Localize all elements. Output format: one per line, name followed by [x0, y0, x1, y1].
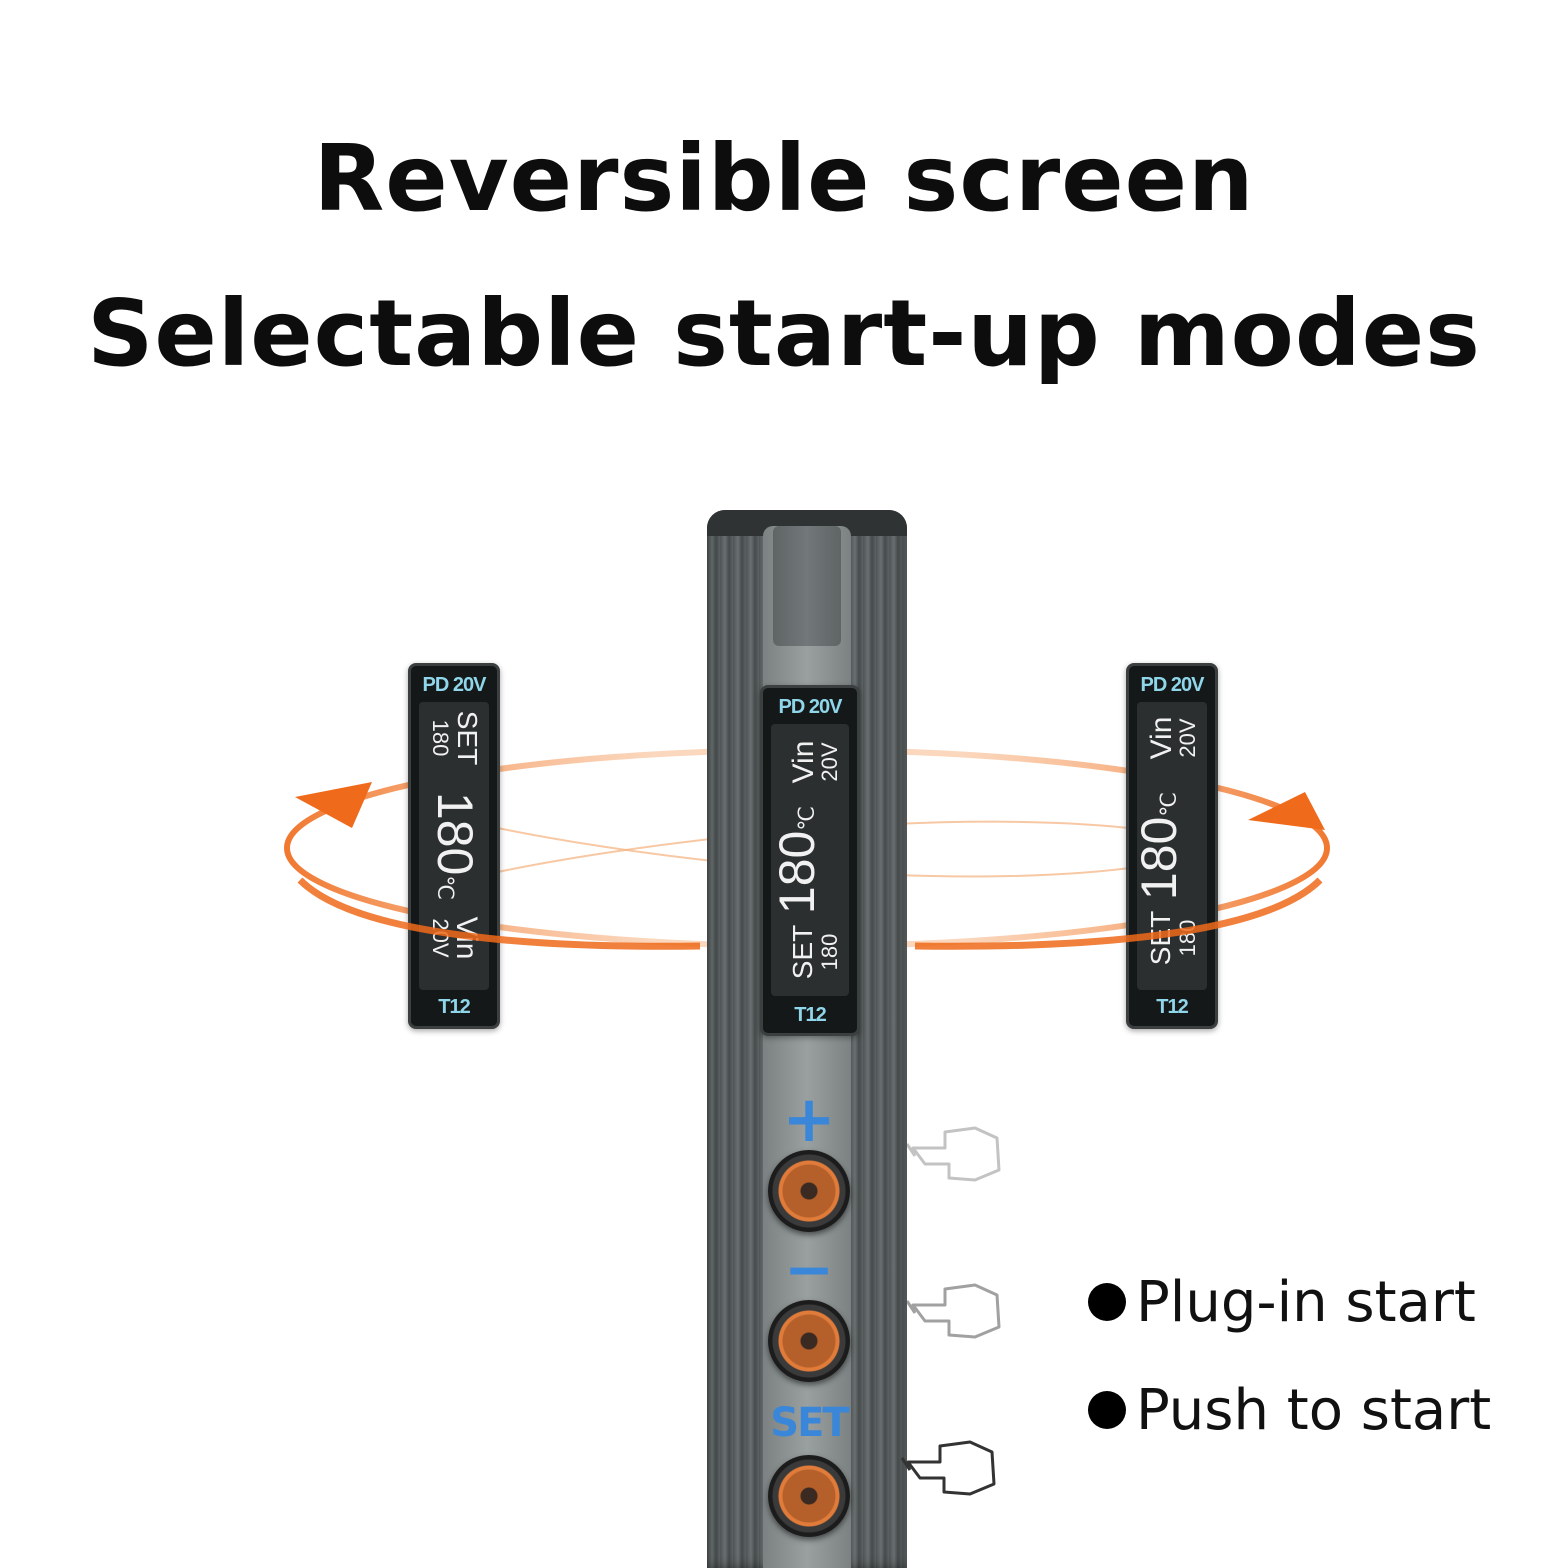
- screen-temperature: 180: [427, 791, 483, 876]
- arrow-right-icon: [1248, 792, 1325, 830]
- start-mode-item: Push to start: [1088, 1378, 1491, 1443]
- start-mode-label: Plug-in start: [1136, 1270, 1476, 1335]
- minus-button[interactable]: [768, 1300, 850, 1382]
- screen-left-flipped: PD 20V SET 180 180℃ Vin 20V T12: [408, 663, 500, 1029]
- bullet-icon: [1088, 1282, 1126, 1321]
- screen-set-label: SET: [787, 924, 818, 980]
- screen-center: PD 20V Vin 20V 180℃ SET 180 T12: [760, 685, 860, 1036]
- start-mode-item: Plug-in start: [1088, 1270, 1476, 1335]
- screen-temp-unit: ℃: [1156, 791, 1181, 817]
- pointing-hand-icon: [905, 1126, 1001, 1182]
- screen-vin-value: 20V: [1175, 718, 1200, 758]
- screen-power-label: PD 20V: [422, 674, 487, 696]
- set-label: SET: [770, 1400, 849, 1446]
- screen-vin-value: 20V: [428, 918, 453, 958]
- minus-label: −: [783, 1235, 835, 1305]
- screen-right: PD 20V Vin 20V 180℃ SET 180 T12: [1126, 663, 1218, 1029]
- set-button[interactable]: [768, 1455, 850, 1537]
- pointing-hand-icon: [900, 1440, 996, 1496]
- screen-set-value: 180: [428, 719, 453, 757]
- handle-notch: [773, 526, 841, 646]
- screen-set-label: SET: [1145, 910, 1176, 966]
- screen-set-value: 180: [817, 933, 842, 971]
- screen-set-value: 180: [1175, 919, 1200, 957]
- headline-line1: Reversible screen: [313, 125, 1255, 232]
- screen-temp-unit: ℃: [433, 875, 458, 901]
- arrow-left-icon: [295, 782, 372, 828]
- screen-set-label: SET: [452, 710, 483, 766]
- headline-line2: Selectable start-up modes: [87, 280, 1481, 387]
- screen-tip-label: T12: [438, 996, 470, 1018]
- screen-temp-unit: ℃: [794, 805, 819, 831]
- screen-vin-label: Vin: [450, 916, 483, 960]
- screen-tip-label: T12: [1156, 996, 1188, 1018]
- plus-button[interactable]: [768, 1150, 850, 1232]
- pointing-hand-icon: [905, 1283, 1001, 1339]
- screen-tip-label: T12: [794, 1004, 826, 1026]
- start-mode-label: Push to start: [1136, 1378, 1492, 1443]
- screen-power-label: PD 20V: [1140, 674, 1205, 696]
- screen-temperature: 180: [769, 830, 825, 915]
- bullet-icon: [1088, 1390, 1126, 1429]
- screen-vin-label: Vin: [1145, 716, 1178, 760]
- plus-label: +: [782, 1083, 836, 1157]
- screen-temperature: 180: [1131, 816, 1187, 901]
- screen-power-label: PD 20V: [778, 696, 843, 718]
